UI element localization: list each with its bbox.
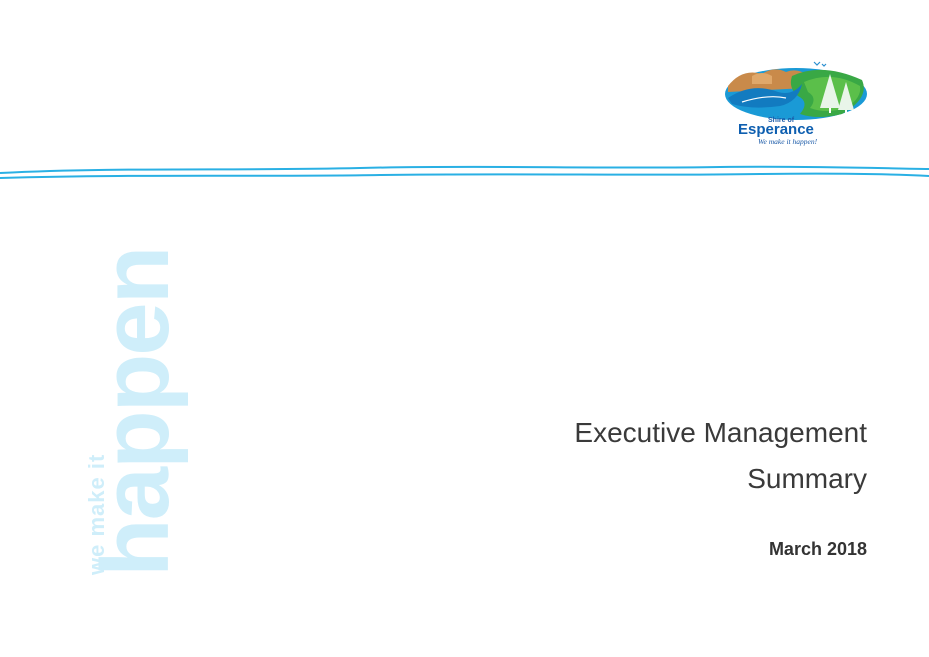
document-title-line1: Executive Management [574, 417, 867, 448]
logo-emblem-icon: Shire of Esperance We make it happen! [725, 61, 867, 146]
logo-text-esperance: Esperance [738, 121, 814, 138]
logo-text-tagline: We make it happen! [758, 137, 818, 146]
shire-of-esperance-logo: Shire of Esperance We make it happen! [722, 58, 870, 148]
watermark-we-make-it: we make it [84, 453, 109, 575]
logo-text-shire-of: Shire of [768, 117, 795, 124]
document-title-line2: Summary [747, 463, 867, 494]
document-date: March 2018 [768, 539, 867, 559]
decorative-wave-lines [0, 165, 929, 179]
